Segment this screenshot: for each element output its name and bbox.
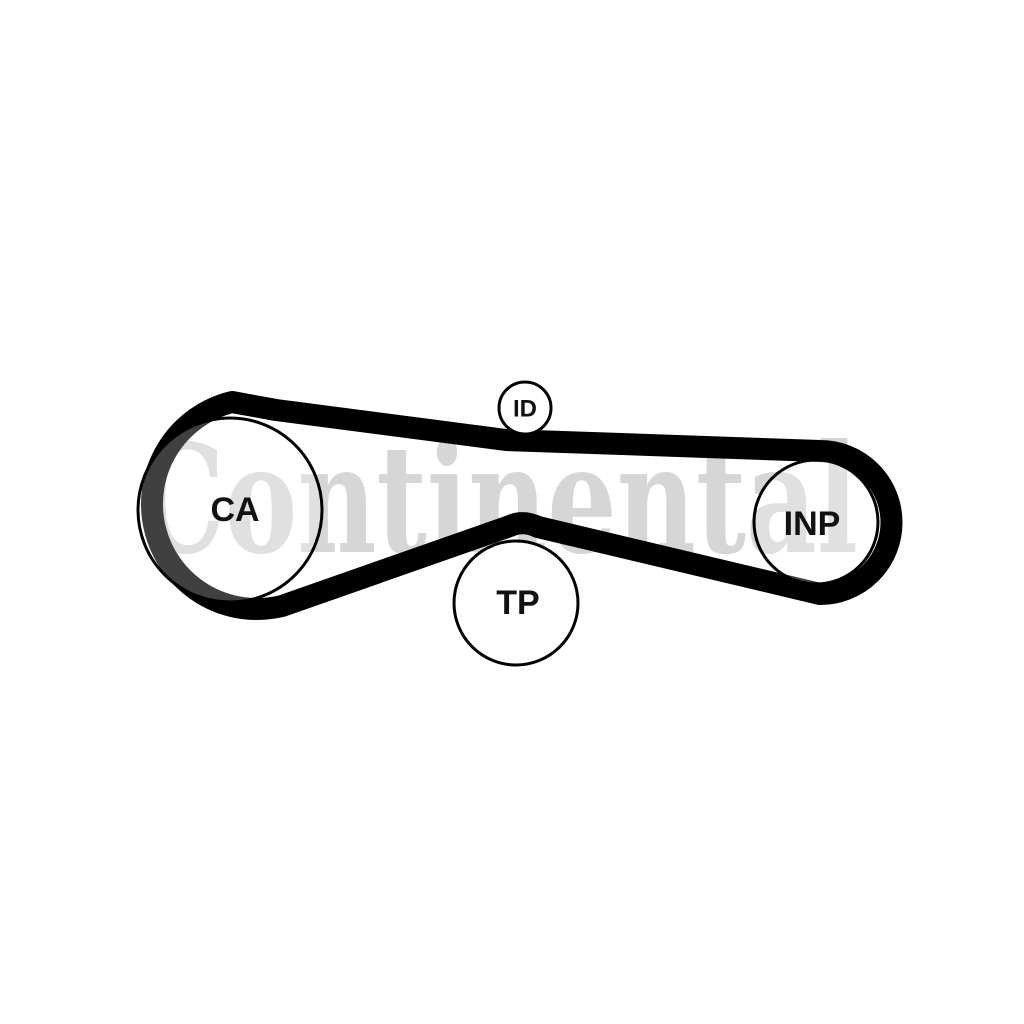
inp-pulley-circle [752, 458, 880, 586]
id-pulley: ID [497, 380, 553, 436]
id-pulley-circle [497, 380, 553, 436]
ca-pulley: CA [136, 416, 324, 604]
inp-pulley-label: INP [784, 505, 841, 543]
tp-pulley-circle [452, 539, 580, 667]
ca-pulley-label: CA [210, 491, 259, 529]
tp-pulley-label: TP [496, 584, 539, 622]
inp-pulley: INP [752, 458, 880, 586]
ca-pulley-circle [136, 416, 324, 604]
tp-pulley: TP [452, 539, 580, 667]
timing-belt [141, 391, 903, 621]
id-pulley-label: ID [513, 395, 537, 422]
